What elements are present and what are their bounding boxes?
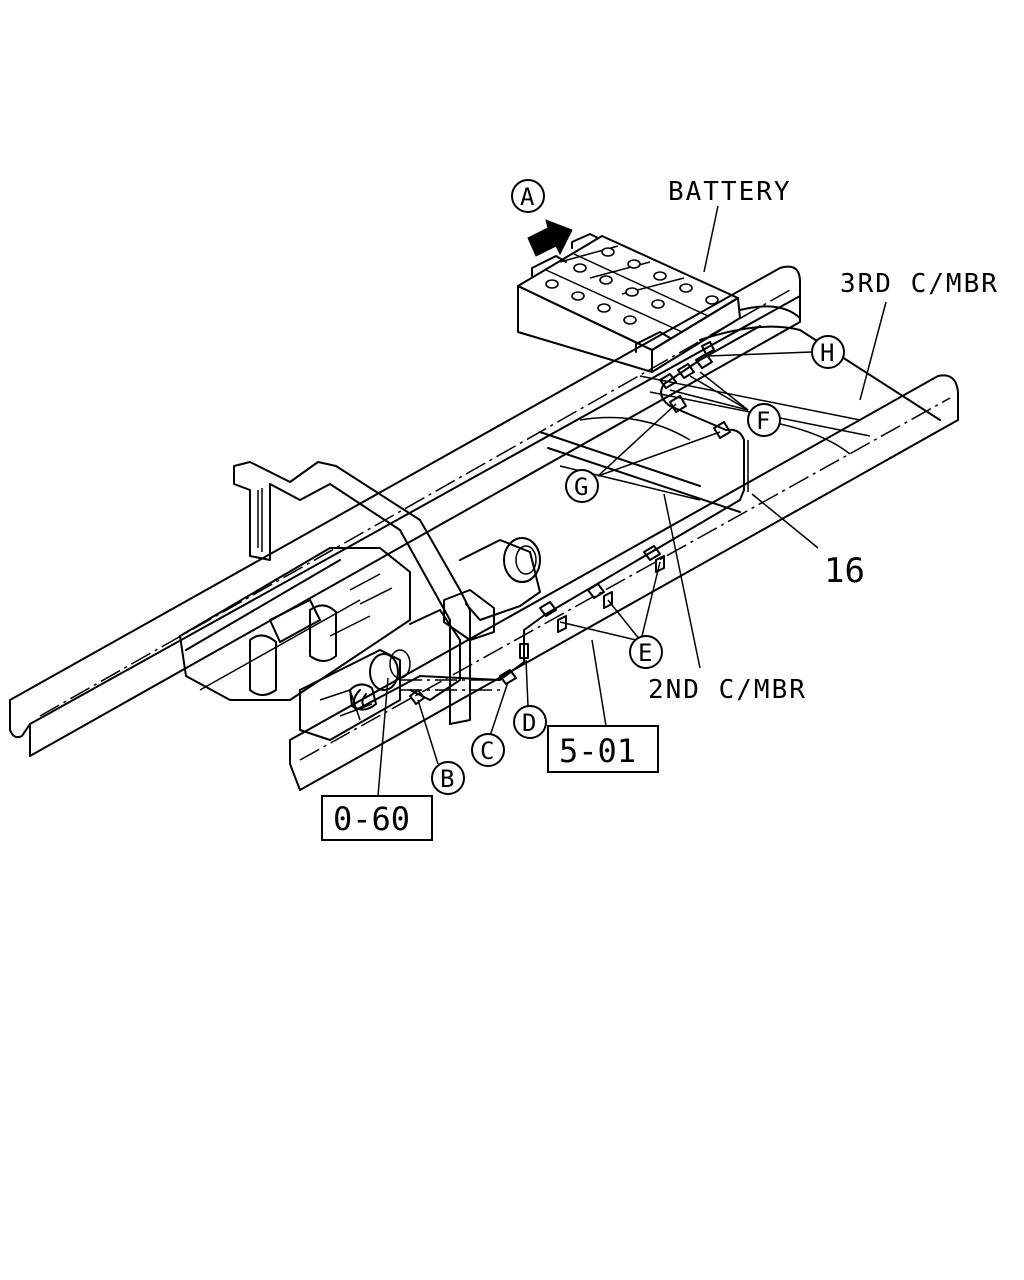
callout-c-letter: C [480,737,494,765]
reference-box-0-60-text: 0-60 [333,800,410,838]
second-cross-member-label: 2ND C/MBR [648,675,807,705]
callout-d: D [513,705,547,739]
battery-label: BATTERY [668,177,792,207]
callout-g: G [565,469,599,503]
view-direction-arrow-icon [527,219,573,257]
callout-h: H [811,335,845,369]
callout-b: B [431,761,465,795]
callout-a-letter: A [520,183,535,211]
callout-e: E [629,635,663,669]
clips [409,341,731,705]
callout-c: C [471,733,505,767]
reference-box-5-01[interactable]: 5-01 [547,725,659,773]
callout-h-letter: H [820,339,834,367]
engine-mount-bracket [233,461,495,725]
engine-block [179,547,461,741]
frame-rail-lower [289,374,959,791]
callout-g-letter: G [574,473,588,501]
reference-box-0-60[interactable]: 0-60 [321,795,433,841]
transmission [459,537,541,621]
battery-box [517,233,741,373]
third-cross-member-label: 3RD C/MBR [840,269,999,299]
reference-box-5-01-text: 5-01 [559,732,636,770]
frame-rail-upper [9,265,801,757]
callout-d-letter: D [522,709,536,737]
callout-e-letter: E [638,639,652,667]
callout-f-letter: F [756,407,770,435]
pipe-assembly-16 [352,325,761,711]
callout-a: A [511,179,545,213]
callout-f: F [747,403,781,437]
third-cross-member [639,305,941,455]
second-cross-member [539,416,741,513]
part-number-label: 16 [824,551,865,591]
callout-b-letter: B [440,765,454,793]
leader-lines [377,205,887,797]
